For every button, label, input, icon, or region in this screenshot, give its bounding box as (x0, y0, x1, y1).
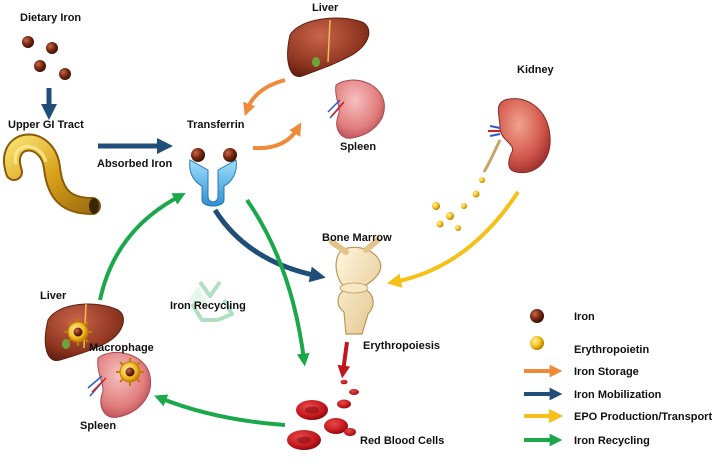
legend-item-iron-storage: Iron Storage (524, 364, 639, 378)
iron-particle-icon (530, 309, 544, 323)
label-liver-top: Liver (312, 2, 339, 14)
erythropoietin-particle-icon (436, 220, 444, 228)
erythropoietin-particle-icon (446, 212, 454, 220)
recycle-icon (188, 280, 234, 322)
legend-label: Iron (574, 311, 595, 323)
label-spleen-bottom: Spleen (80, 420, 116, 432)
legend-item-iron-recycling: Iron Recycling (524, 433, 650, 447)
legend-item-erythropoietin: Erythropoietin (530, 336, 649, 356)
legend-label: EPO Production/Transport (574, 411, 712, 423)
arrow-recycling-rbc-to-spleen (154, 394, 286, 427)
arrow-epo-kidney-to-marrow (386, 190, 520, 288)
erythropoietin-particle-icon (432, 202, 440, 210)
iron-particle-icon (34, 60, 46, 72)
label-iron-recycling: Iron Recycling (170, 300, 246, 312)
legend-label: Iron Storage (574, 366, 639, 378)
label-red-blood-cells: Red Blood Cells (360, 435, 444, 447)
legend: Iron Erythropoietin Iron Storage Iron Mo… (524, 309, 712, 447)
arrow-recycling-liver-to-transferrin (98, 193, 186, 301)
erythropoietin-particle-icon (472, 190, 480, 198)
red-blood-cells-icon (287, 379, 359, 450)
arrow-storage-transferrin-to-spleen (252, 122, 302, 151)
kidney-icon (482, 98, 551, 174)
erythropoietin-particle-icon (461, 203, 467, 209)
iron-particle-icon (191, 148, 205, 162)
macrophage-icon-spleen (116, 358, 144, 386)
label-kidney: Kidney (517, 64, 555, 76)
epo-particles (432, 177, 485, 231)
spleen-icon (327, 79, 385, 139)
macrophage-icon (64, 318, 92, 346)
label-transferrin: Transferrin (187, 119, 245, 131)
label-bone-marrow: Bone Marrow (322, 232, 392, 244)
label-upper-gi: Upper GI Tract (8, 119, 84, 131)
labels: Dietary Iron Upper GI Tract Absorbed Iro… (8, 2, 555, 447)
legend-item-iron-mobilization: Iron Mobilization (524, 387, 662, 401)
erythropoietin-particle-icon (530, 336, 544, 350)
transferrin-receptor-icon (189, 148, 237, 207)
gi-tract-icon (3, 133, 101, 215)
legend-label: Iron Mobilization (574, 389, 662, 401)
label-dietary-iron: Dietary Iron (20, 12, 81, 24)
iron-particle-icon (59, 68, 71, 80)
liver-icon (287, 17, 370, 77)
label-macrophage: Macrophage (89, 342, 154, 354)
erythropoietin-particle-icon (455, 225, 461, 231)
label-absorbed-iron: Absorbed Iron (97, 158, 172, 170)
legend-label: Erythropoietin (574, 344, 649, 356)
label-erythropoiesis: Erythropoiesis (363, 340, 440, 352)
legend-item-epo-transport: EPO Production/Transport (524, 408, 712, 424)
label-liver-bottom: Liver (40, 290, 67, 302)
spleen-icon-bottom (87, 351, 152, 418)
arrow-erythropoiesis (337, 341, 351, 379)
arrows (40, 78, 520, 427)
arrow-storage-liver-to-transferrin (243, 78, 286, 117)
iron-particle-icon (46, 42, 58, 54)
arrow-mobilization-transferrin-to-marrow (212, 208, 326, 283)
legend-item-iron: Iron (530, 309, 595, 323)
iron-particle-icon (22, 36, 34, 48)
dietary-iron-particles (22, 36, 71, 80)
label-spleen-top: Spleen (340, 141, 376, 153)
legend-label: Iron Recycling (574, 435, 650, 447)
iron-particle-icon (223, 148, 237, 162)
erythropoietin-particle-icon (479, 177, 485, 183)
arrow-recycling-transferrin-to-rbc (245, 198, 310, 367)
bone-marrow-icon (329, 237, 382, 335)
